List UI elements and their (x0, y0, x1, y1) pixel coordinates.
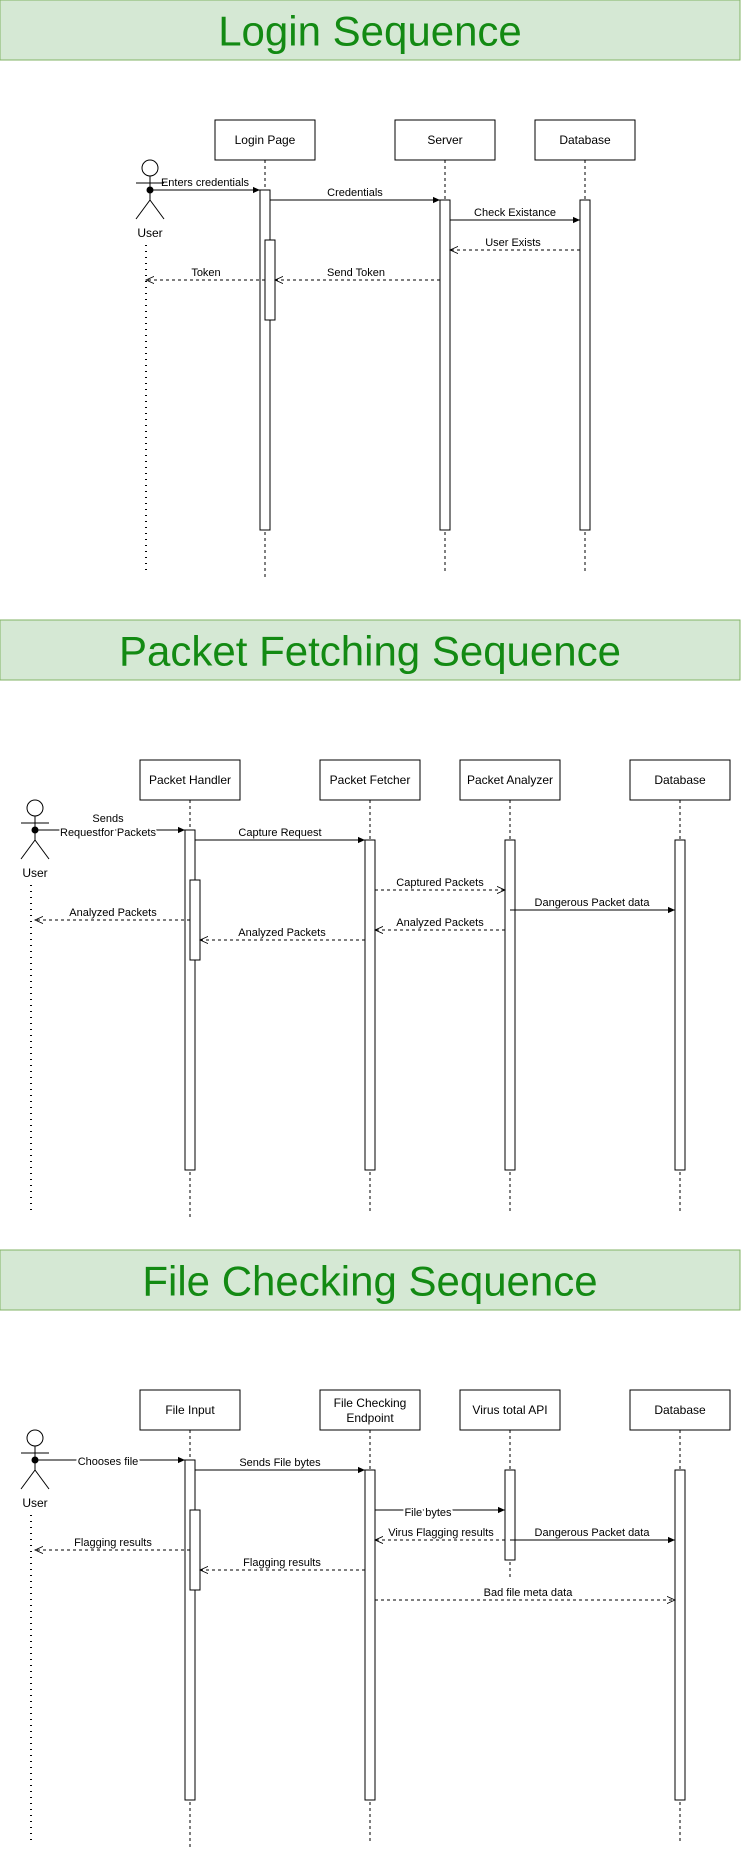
msg-file-dangerous-packet-data-label: Dangerous Packet data (535, 1527, 651, 1539)
file-title: File Checking Sequence (142, 1258, 597, 1305)
login-user-actor: User (135, 159, 165, 240)
msg-file-bytes-label: File bytes (404, 1507, 452, 1519)
msg-chooses-file: Chooses file (31, 1454, 185, 1470)
server-label: Server (427, 133, 462, 147)
msg-user-exists: User Exists (450, 237, 580, 250)
msg-user-exists-label: User Exists (485, 237, 541, 249)
msg-bad-file-meta-data: Bad file meta data (375, 1587, 675, 1600)
msg-sends-line2: Requestfor Packets (60, 827, 156, 839)
msg-analyzed-packets-analyzer: Analyzed Packets (375, 917, 505, 930)
msg-captured-packets-label: Captured Packets (396, 877, 484, 889)
msg-flagging-results-1-label: Flagging results (74, 1537, 152, 1549)
msg-analyzed-packets-user: Analyzed Packets (35, 907, 190, 920)
msg-analyzed-packets-1-label: Analyzed Packets (69, 907, 157, 919)
packet-analyzer-box (459, 759, 561, 801)
msg-file-dangerous-packet-data: Dangerous Packet data (510, 1527, 675, 1544)
file-user-actor: User (20, 1429, 50, 1510)
msg-token: Token (146, 267, 265, 280)
msg-enters-credentials-label: Enters credentials (161, 177, 250, 189)
packet-fetcher-activation (364, 839, 376, 1171)
msg-analyzed-packets-fetcher: Analyzed Packets (200, 927, 365, 940)
msg-capture-request: Capture Request (195, 827, 365, 844)
packet-handler-box (139, 759, 241, 801)
packet-fetcher-label: Packet Fetcher (330, 773, 411, 787)
msg-sends-request: Sends Requestfor Packets (31, 813, 185, 841)
msg-virus-flagging-results: Virus Flagging results (375, 1527, 505, 1540)
login-page-label: Login Page (235, 133, 296, 147)
login-page-inner-activation (264, 239, 276, 321)
file-banner (0, 1249, 741, 1311)
msg-send-token-label: Send Token (327, 267, 385, 279)
msg-credentials: Credentials (270, 187, 440, 204)
msg-dangerous-packet-data: Dangerous Packet data (510, 897, 675, 914)
packet-banner (0, 619, 741, 681)
login-title: Login Sequence (218, 8, 522, 55)
packet-handler-label: Packet Handler (149, 773, 231, 787)
msg-dangerous-packet-data-label: Dangerous Packet data (535, 897, 651, 909)
virus-total-api-activation (504, 1469, 516, 1561)
file-input-inner-activation (189, 1509, 201, 1591)
msg-virus-flagging-results-label: Virus Flagging results (388, 1527, 494, 1539)
packet-title: Packet Fetching Sequence (119, 628, 621, 675)
file-checking-endpoint-label-2: Endpoint (346, 1411, 394, 1425)
msg-sends-file-bytes: Sends File bytes (195, 1457, 365, 1474)
msg-capture-request-label: Capture Request (238, 827, 321, 839)
msg-bad-file-meta-data-label: Bad file meta data (484, 1587, 574, 1599)
msg-send-token: Send Token (275, 267, 440, 280)
msg-captured-packets: Captured Packets (375, 877, 505, 890)
file-user-label: User (22, 1496, 47, 1510)
file-input-activation (184, 1459, 196, 1801)
msg-sends-line1: Sends (92, 813, 124, 825)
msg-flagging-results-user: Flagging results (35, 1537, 190, 1550)
packet-database-box (629, 759, 731, 801)
packet-database-activation (674, 839, 686, 1171)
packet-handler-activation (184, 829, 196, 1171)
login-user-label: User (137, 226, 162, 240)
msg-file-bytes: File bytes (375, 1505, 505, 1521)
packet-handler-inner-activation (189, 879, 201, 961)
packet-database-label: Database (654, 773, 706, 787)
file-database-label: Database (654, 1403, 706, 1417)
login-page-box (214, 119, 316, 161)
file-checking-endpoint-label-1: File Checking (334, 1396, 407, 1410)
packet-analyzer-label: Packet Analyzer (467, 773, 553, 787)
packet-analyzer-activation (504, 839, 516, 1171)
server-box (394, 119, 496, 161)
msg-flagging-results-2-label: Flagging results (243, 1557, 321, 1569)
file-database-activation (674, 1469, 686, 1801)
virus-total-api-label: Virus total API (472, 1403, 547, 1417)
msg-check-existance-label: Check Existance (474, 207, 556, 219)
msg-analyzed-packets-3-label: Analyzed Packets (396, 917, 484, 929)
login-sequence: Login Sequence User Login Page Server Da… (0, 0, 741, 580)
server-activation (439, 199, 451, 531)
msg-flagging-results-endpoint: Flagging results (200, 1557, 365, 1570)
msg-credentials-label: Credentials (327, 187, 383, 199)
file-checking-endpoint-activation (364, 1469, 376, 1801)
msg-token-label: Token (191, 267, 220, 279)
msg-analyzed-packets-2-label: Analyzed Packets (238, 927, 326, 939)
msg-check-existance: Check Existance (450, 207, 580, 224)
login-database-box (534, 119, 636, 161)
packet-user-actor: User (20, 799, 50, 880)
file-sequence: File Checking Sequence User File Input F… (0, 1249, 741, 1848)
msg-sends-file-bytes-label: Sends File bytes (239, 1457, 321, 1469)
msg-chooses-file-label: Chooses file (78, 1456, 139, 1468)
msg-enters-credentials: Enters credentials (146, 177, 260, 194)
file-checking-endpoint-box (319, 1389, 421, 1431)
login-banner (0, 0, 741, 61)
login-database-activation (579, 199, 591, 531)
file-input-label: File Input (165, 1403, 215, 1417)
login-page-activation (259, 189, 271, 531)
file-database-box (629, 1389, 731, 1431)
login-database-label: Database (559, 133, 611, 147)
file-input-box (139, 1389, 241, 1431)
packet-user-label: User (22, 866, 47, 880)
packet-sequence: Packet Fetching Sequence User Packet Han… (0, 619, 741, 1218)
